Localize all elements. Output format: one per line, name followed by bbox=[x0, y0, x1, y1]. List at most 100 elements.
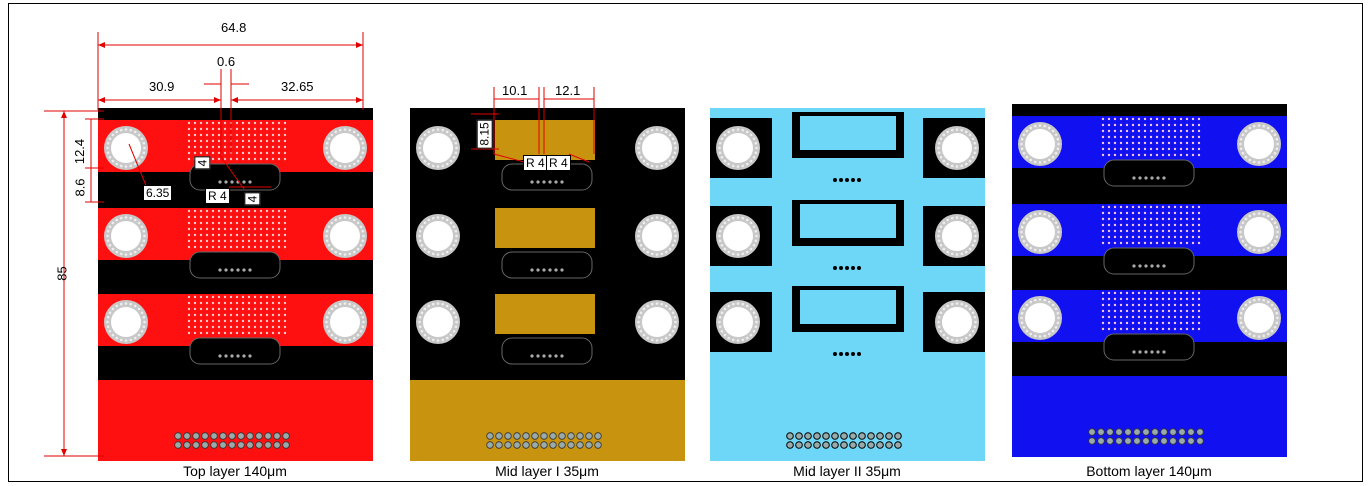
pad-via bbox=[441, 302, 445, 306]
header-pin bbox=[1124, 428, 1132, 436]
pad-via bbox=[361, 151, 365, 155]
pad-via bbox=[1038, 212, 1042, 215]
connector-pin bbox=[224, 268, 228, 272]
via-array bbox=[1191, 129, 1195, 133]
pad-via bbox=[348, 338, 352, 342]
pad-via bbox=[356, 159, 360, 163]
via-array bbox=[1155, 129, 1159, 133]
via bbox=[845, 178, 849, 182]
via-array bbox=[229, 157, 233, 161]
pad-via bbox=[1057, 316, 1060, 320]
via-array bbox=[1173, 141, 1177, 145]
via-array bbox=[1191, 153, 1195, 157]
via-array bbox=[211, 227, 215, 231]
pad-via bbox=[431, 164, 435, 168]
via-array bbox=[1179, 291, 1183, 295]
via-array bbox=[1101, 129, 1105, 133]
pad-via bbox=[124, 128, 128, 131]
pad-via bbox=[1266, 214, 1270, 218]
pad-via bbox=[639, 243, 643, 247]
via-array bbox=[1149, 223, 1153, 227]
via-array bbox=[217, 215, 221, 219]
pad-via bbox=[129, 128, 133, 132]
via-array bbox=[193, 215, 197, 219]
via-array bbox=[1143, 135, 1147, 139]
via-array bbox=[205, 239, 209, 243]
via-array bbox=[265, 227, 269, 231]
header-pin bbox=[1151, 437, 1159, 445]
pad-via bbox=[1262, 124, 1266, 128]
pad-via bbox=[974, 320, 977, 324]
pad-via bbox=[423, 133, 427, 137]
pad-via bbox=[1020, 316, 1023, 320]
pad-via bbox=[334, 130, 338, 134]
pad-via bbox=[1273, 133, 1277, 137]
pad-via bbox=[427, 162, 431, 166]
pad-via bbox=[673, 151, 677, 155]
via-array bbox=[1167, 229, 1171, 233]
pad-via bbox=[111, 247, 115, 251]
via-array bbox=[283, 121, 287, 125]
pad-via bbox=[418, 320, 421, 324]
via-array bbox=[1119, 135, 1123, 139]
via-array bbox=[1161, 223, 1165, 227]
via-array bbox=[1167, 235, 1171, 239]
pad-via bbox=[1020, 142, 1023, 146]
header-pin bbox=[183, 432, 191, 440]
via-array bbox=[1137, 235, 1141, 239]
via-array bbox=[1125, 205, 1129, 209]
via-array bbox=[1155, 303, 1159, 307]
pad-via bbox=[674, 320, 677, 324]
via-array bbox=[211, 307, 215, 311]
via-array bbox=[283, 127, 287, 131]
pad-via bbox=[106, 239, 110, 243]
via-array bbox=[1107, 309, 1111, 313]
pad-via bbox=[452, 243, 456, 247]
via-array bbox=[1197, 135, 1201, 139]
pad-via bbox=[749, 159, 753, 163]
via-array bbox=[241, 331, 245, 335]
via-array bbox=[211, 319, 215, 323]
dim-mid-radius-left: R 4 bbox=[523, 155, 548, 171]
pad-via bbox=[749, 307, 753, 311]
pad-via bbox=[454, 325, 458, 329]
via-array bbox=[1161, 211, 1165, 215]
dim-mid-width-left: 10.1 bbox=[502, 83, 528, 98]
pad-via bbox=[741, 216, 745, 220]
pad-via bbox=[106, 320, 109, 324]
via-array bbox=[1101, 229, 1105, 233]
connector-outline bbox=[1103, 247, 1195, 275]
pad-via bbox=[720, 137, 724, 141]
connector-pin bbox=[1162, 350, 1166, 354]
via-array bbox=[193, 221, 197, 225]
via-array bbox=[253, 227, 257, 231]
via-array bbox=[259, 121, 263, 125]
pad-via bbox=[723, 247, 727, 251]
pad-via bbox=[642, 221, 646, 225]
via-array bbox=[205, 227, 209, 231]
via-array bbox=[1113, 153, 1117, 157]
pad-via bbox=[745, 162, 749, 166]
pad-via bbox=[343, 339, 347, 342]
via-array bbox=[1119, 141, 1123, 145]
via bbox=[857, 352, 861, 356]
pad-via bbox=[741, 302, 745, 306]
via-array bbox=[1101, 117, 1105, 121]
pad-via bbox=[727, 130, 731, 134]
pad-via bbox=[449, 333, 453, 337]
via-array bbox=[1119, 321, 1123, 325]
header-pin bbox=[1106, 437, 1114, 445]
via-array bbox=[1179, 117, 1183, 121]
pad-via bbox=[718, 315, 722, 319]
via bbox=[833, 352, 837, 356]
pad-via bbox=[1257, 212, 1261, 215]
via-array bbox=[259, 239, 263, 243]
pad-via bbox=[1275, 137, 1279, 141]
via-array bbox=[235, 295, 239, 299]
pad-via bbox=[445, 304, 449, 308]
via-array bbox=[283, 307, 287, 311]
pad-via bbox=[327, 243, 331, 247]
pad-via bbox=[971, 311, 975, 315]
via-array bbox=[271, 295, 275, 299]
via-array bbox=[1167, 217, 1171, 221]
